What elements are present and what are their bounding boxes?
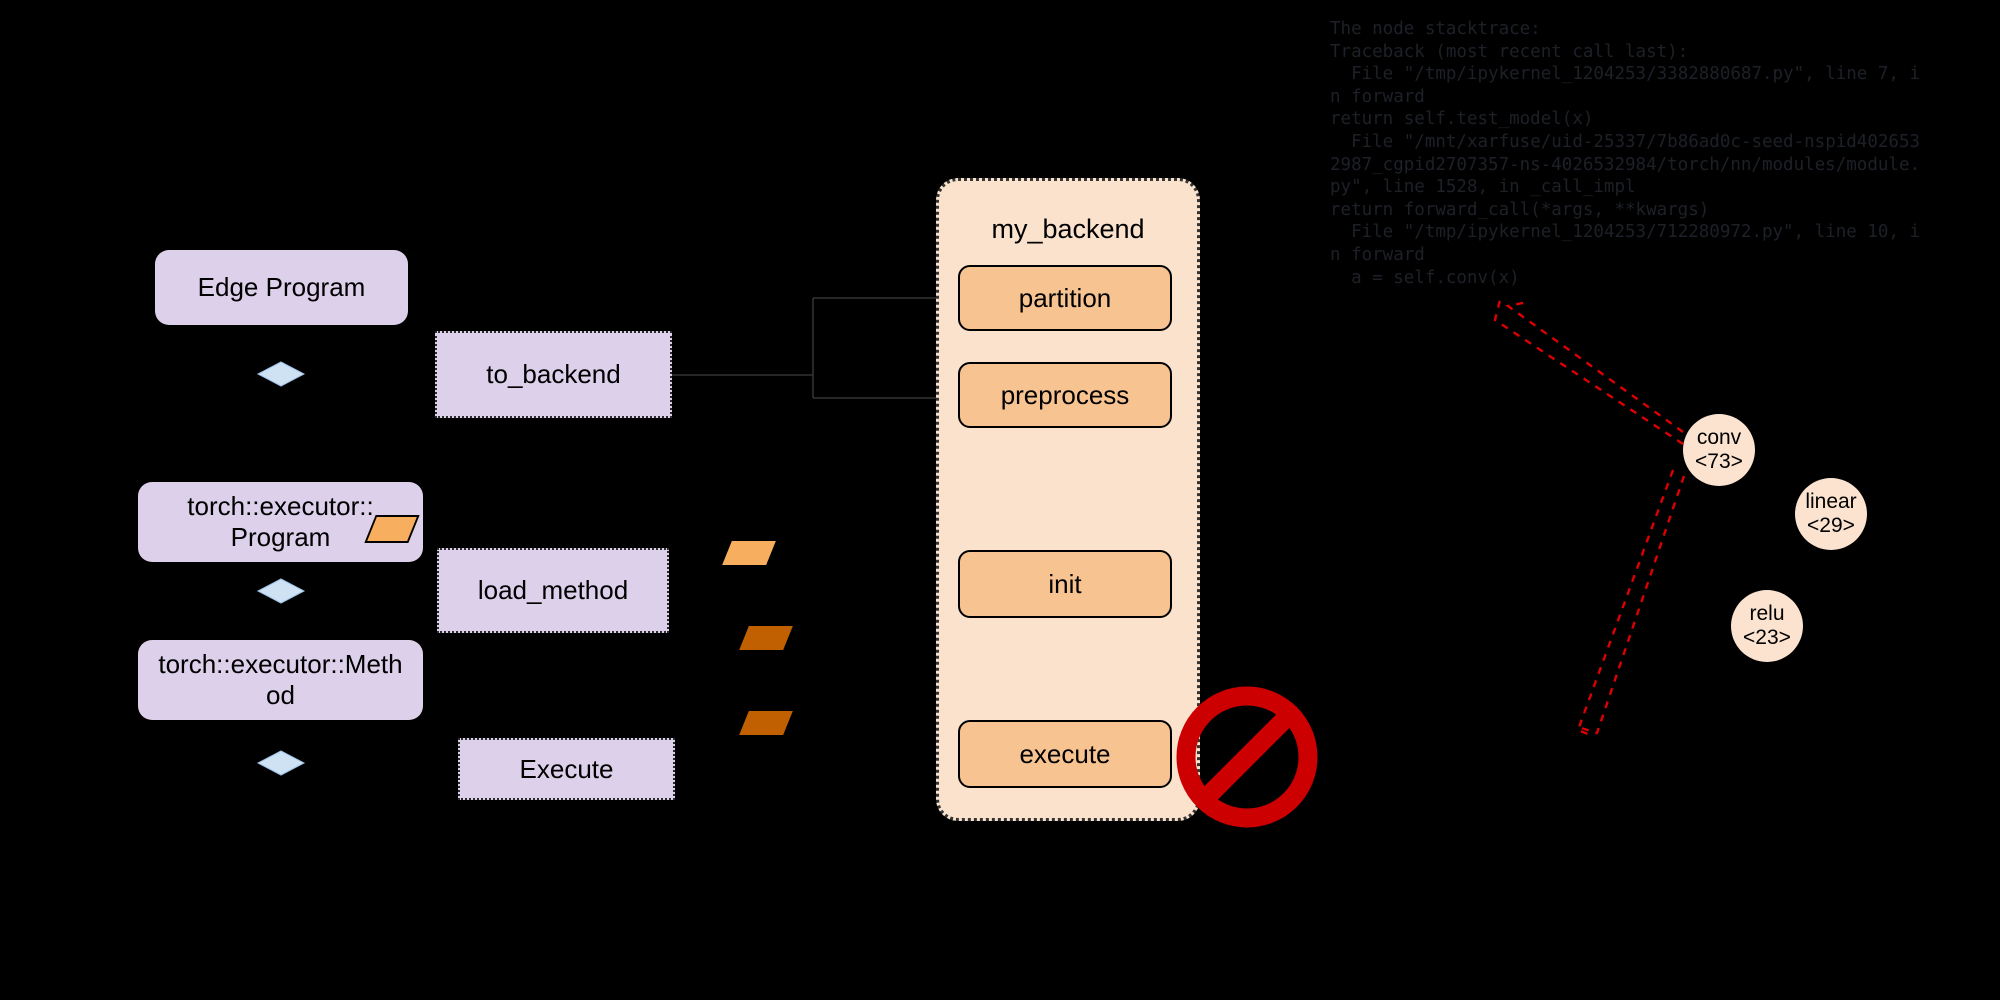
node-torch-executor-program[interactable]: torch::executor:: Program [138,482,423,562]
diamond-3-icon [256,750,306,776]
backend-fn-execute-label: execute [1019,738,1111,769]
stage-execute-label: Execute [519,753,614,784]
graph-node-conv-name: conv [1696,425,1742,449]
node-edge-program[interactable]: Edge Program [155,250,408,325]
backend-fn-execute[interactable]: execute [958,720,1172,788]
stage-execute[interactable]: Execute [458,738,675,800]
graph-node-linear-index: <29> [1807,514,1855,537]
conv-lower-arrow [1576,469,1686,737]
stage-to-backend-label: to_backend [486,359,621,390]
node-torch-executor-method[interactable]: torch::executor::Meth od [138,640,423,720]
diamond-2-icon [256,578,306,604]
backend-fn-partition[interactable]: partition [958,265,1172,331]
conv-to-stacktrace-arrow [1493,299,1684,446]
stage-load-method-label: load_method [477,575,629,606]
chip-2-icon [739,626,793,650]
graph-node-linear-name: linear [1805,489,1857,513]
no-entry-icon [1176,686,1318,828]
graph-node-conv[interactable]: conv <73> [1683,414,1755,486]
backend-fn-preprocess-label: preprocess [1000,379,1130,410]
node-torch-executor-program-label: torch::executor:: Program [187,491,374,552]
diamond-1-icon [256,361,306,387]
graph-node-conv-index: <73> [1695,450,1743,473]
graph-node-linear[interactable]: linear <29> [1795,478,1867,550]
graph-node-relu-index: <23> [1743,626,1791,649]
graph-node-relu-name: relu [1749,601,1785,625]
backend-fn-init-label: init [1048,568,1082,599]
backend-title: my_backend [991,214,1145,244]
node-edge-program-label: Edge Program [197,272,366,303]
to-backend-connector [672,292,953,404]
node-stacktrace-text: The node stacktrace: Traceback (most rec… [1330,19,1921,288]
stage-to-backend[interactable]: to_backend [435,331,672,418]
backend-fn-partition-label: partition [1018,282,1112,313]
chip-1-icon [722,541,776,565]
graph-node-relu[interactable]: relu <23> [1731,590,1803,662]
backend-fn-init[interactable]: init [958,550,1172,618]
chip-3-icon [739,711,793,735]
backend-fn-preprocess[interactable]: preprocess [958,362,1172,428]
node-torch-executor-method-label: torch::executor::Meth od [158,649,403,710]
stage-load-method[interactable]: load_method [437,548,669,633]
